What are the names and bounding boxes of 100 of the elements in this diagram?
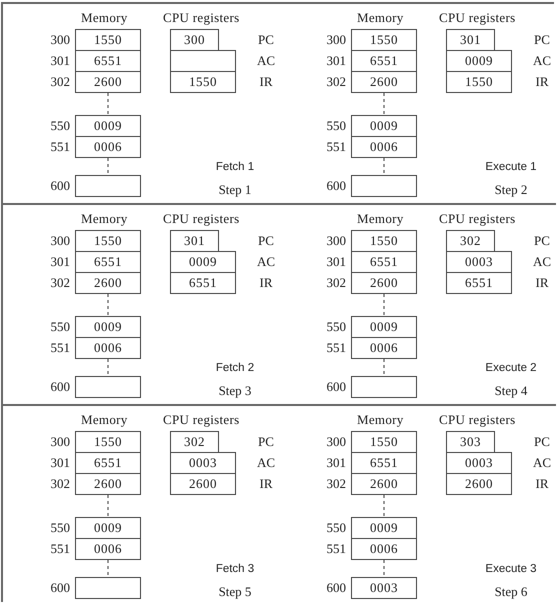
memory-address: 301 xyxy=(326,454,346,472)
memory-address: 600 xyxy=(50,177,70,195)
memory-value: 0006 xyxy=(370,541,398,557)
register-name: PC xyxy=(257,31,275,49)
memory-cell xyxy=(351,29,417,51)
register-cell xyxy=(446,272,512,294)
register-cell xyxy=(170,272,236,294)
register-value: 302 xyxy=(184,434,205,450)
memory-value: 1550 xyxy=(370,32,398,48)
register-value: 1550 xyxy=(465,74,493,90)
memory-cell xyxy=(75,230,141,252)
phase-label: Fetch 3 xyxy=(214,563,256,575)
register-value: 2600 xyxy=(189,476,217,492)
register-value: 6551 xyxy=(189,275,217,291)
memory-address: 301 xyxy=(326,52,346,70)
register-name: IR xyxy=(534,73,550,91)
memory-address: 600 xyxy=(326,177,346,195)
memory-cell xyxy=(75,50,141,72)
memory-value: 2600 xyxy=(94,74,122,90)
memory-heading: Memory xyxy=(357,10,404,26)
memory-heading: Memory xyxy=(81,412,128,428)
registers-heading: CPU registers xyxy=(439,211,516,227)
memory-cell xyxy=(351,251,417,273)
step-label: Step 5 xyxy=(218,584,252,600)
memory-value: 1550 xyxy=(370,434,398,450)
register-cell xyxy=(170,29,219,51)
memory-address: 302 xyxy=(50,73,70,91)
memory-value: 1550 xyxy=(94,233,122,249)
register-cell xyxy=(170,251,236,273)
memory-cell xyxy=(351,452,417,474)
register-name: AC xyxy=(256,52,276,70)
memory-value: 0006 xyxy=(370,340,398,356)
register-cell xyxy=(446,230,495,252)
memory-value: 6551 xyxy=(370,254,398,270)
memory-value: 0009 xyxy=(94,520,122,536)
register-cell xyxy=(446,50,512,72)
memory-address: 550 xyxy=(326,519,346,537)
memory-address: 301 xyxy=(50,454,70,472)
memory-cell xyxy=(351,577,417,599)
memory-address: 600 xyxy=(50,378,70,396)
memory-address: 551 xyxy=(326,540,346,558)
register-name: IR xyxy=(534,274,550,292)
register-name: IR xyxy=(258,274,274,292)
memory-address: 551 xyxy=(50,540,70,558)
empty-register xyxy=(170,50,236,72)
phase-label: Fetch 2 xyxy=(214,362,256,374)
memory-cell xyxy=(351,50,417,72)
register-name: PC xyxy=(533,31,551,49)
phase-label: Fetch 1 xyxy=(214,161,256,173)
memory-cell xyxy=(75,316,141,338)
empty-memory-cell xyxy=(75,577,141,599)
register-cell xyxy=(170,431,219,453)
memory-cell xyxy=(75,452,141,474)
memory-heading: Memory xyxy=(81,211,128,227)
memory-cell xyxy=(75,251,141,273)
register-value: 301 xyxy=(184,233,205,249)
register-cell xyxy=(170,452,236,474)
register-name: IR xyxy=(258,475,274,493)
memory-address: 550 xyxy=(326,117,346,135)
register-cell xyxy=(446,473,512,495)
memory-value: 6551 xyxy=(94,53,122,69)
memory-value: 1550 xyxy=(370,233,398,249)
memory-address: 550 xyxy=(50,519,70,537)
memory-address: 551 xyxy=(50,339,70,357)
registers-heading: CPU registers xyxy=(163,211,240,227)
memory-cell xyxy=(351,316,417,338)
register-cell xyxy=(446,29,495,51)
register-name: IR xyxy=(534,475,550,493)
phase-label: Execute 1 xyxy=(484,161,538,173)
register-value: 0009 xyxy=(465,53,493,69)
memory-cell xyxy=(351,431,417,453)
memory-cell xyxy=(351,517,417,539)
memory-address: 302 xyxy=(326,274,346,292)
memory-cell xyxy=(351,230,417,252)
memory-address: 300 xyxy=(326,433,346,451)
memory-cell xyxy=(75,272,141,294)
register-value: 0009 xyxy=(189,254,217,270)
step-label: Step 2 xyxy=(494,182,528,198)
memory-cell xyxy=(75,29,141,51)
register-name: AC xyxy=(256,454,276,472)
memory-value: 0006 xyxy=(94,340,122,356)
memory-heading: Memory xyxy=(357,412,404,428)
memory-cell xyxy=(75,71,141,93)
memory-cell xyxy=(351,473,417,495)
step-label: Step 1 xyxy=(218,182,252,198)
memory-value: 6551 xyxy=(370,53,398,69)
memory-cell xyxy=(75,115,141,137)
memory-address: 300 xyxy=(50,31,70,49)
memory-value: 2600 xyxy=(94,275,122,291)
register-cell xyxy=(170,71,236,93)
memory-value: 0009 xyxy=(370,319,398,335)
memory-cell xyxy=(75,431,141,453)
memory-address: 600 xyxy=(50,579,70,597)
step-label: Step 3 xyxy=(218,383,252,399)
memory-cell xyxy=(75,517,141,539)
empty-memory-cell xyxy=(351,175,417,197)
empty-memory-cell xyxy=(351,376,417,398)
registers-heading: CPU registers xyxy=(439,10,516,26)
register-name: AC xyxy=(532,253,552,271)
memory-address: 301 xyxy=(50,52,70,70)
